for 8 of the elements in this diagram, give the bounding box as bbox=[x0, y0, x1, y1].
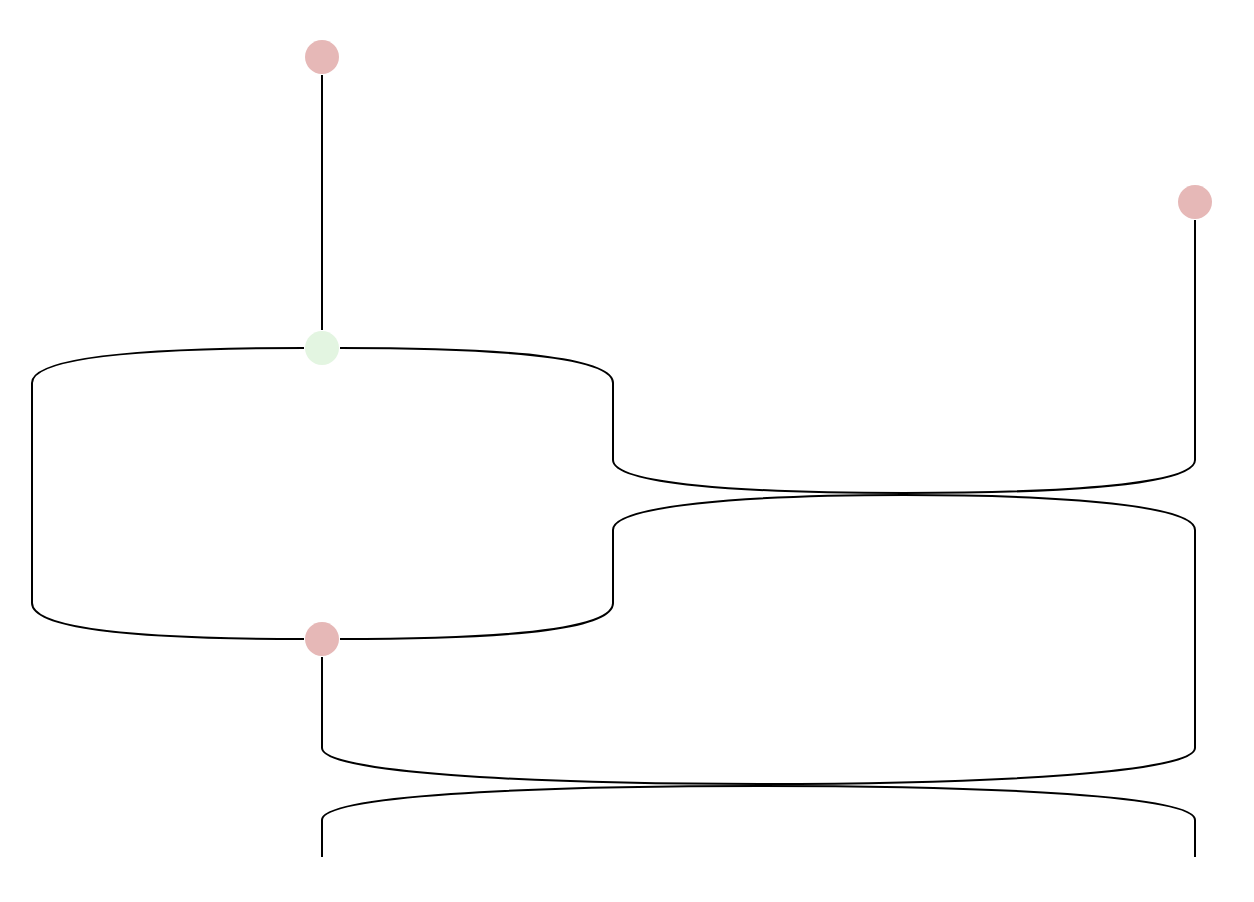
wire bbox=[321, 74, 323, 331]
circle-node bbox=[1178, 185, 1212, 219]
circle-node bbox=[305, 622, 339, 656]
circle-node bbox=[305, 331, 339, 365]
wire bbox=[321, 494, 1196, 785]
wire bbox=[339, 219, 1196, 494]
circle-node bbox=[305, 40, 339, 74]
wire bbox=[31, 347, 305, 640]
